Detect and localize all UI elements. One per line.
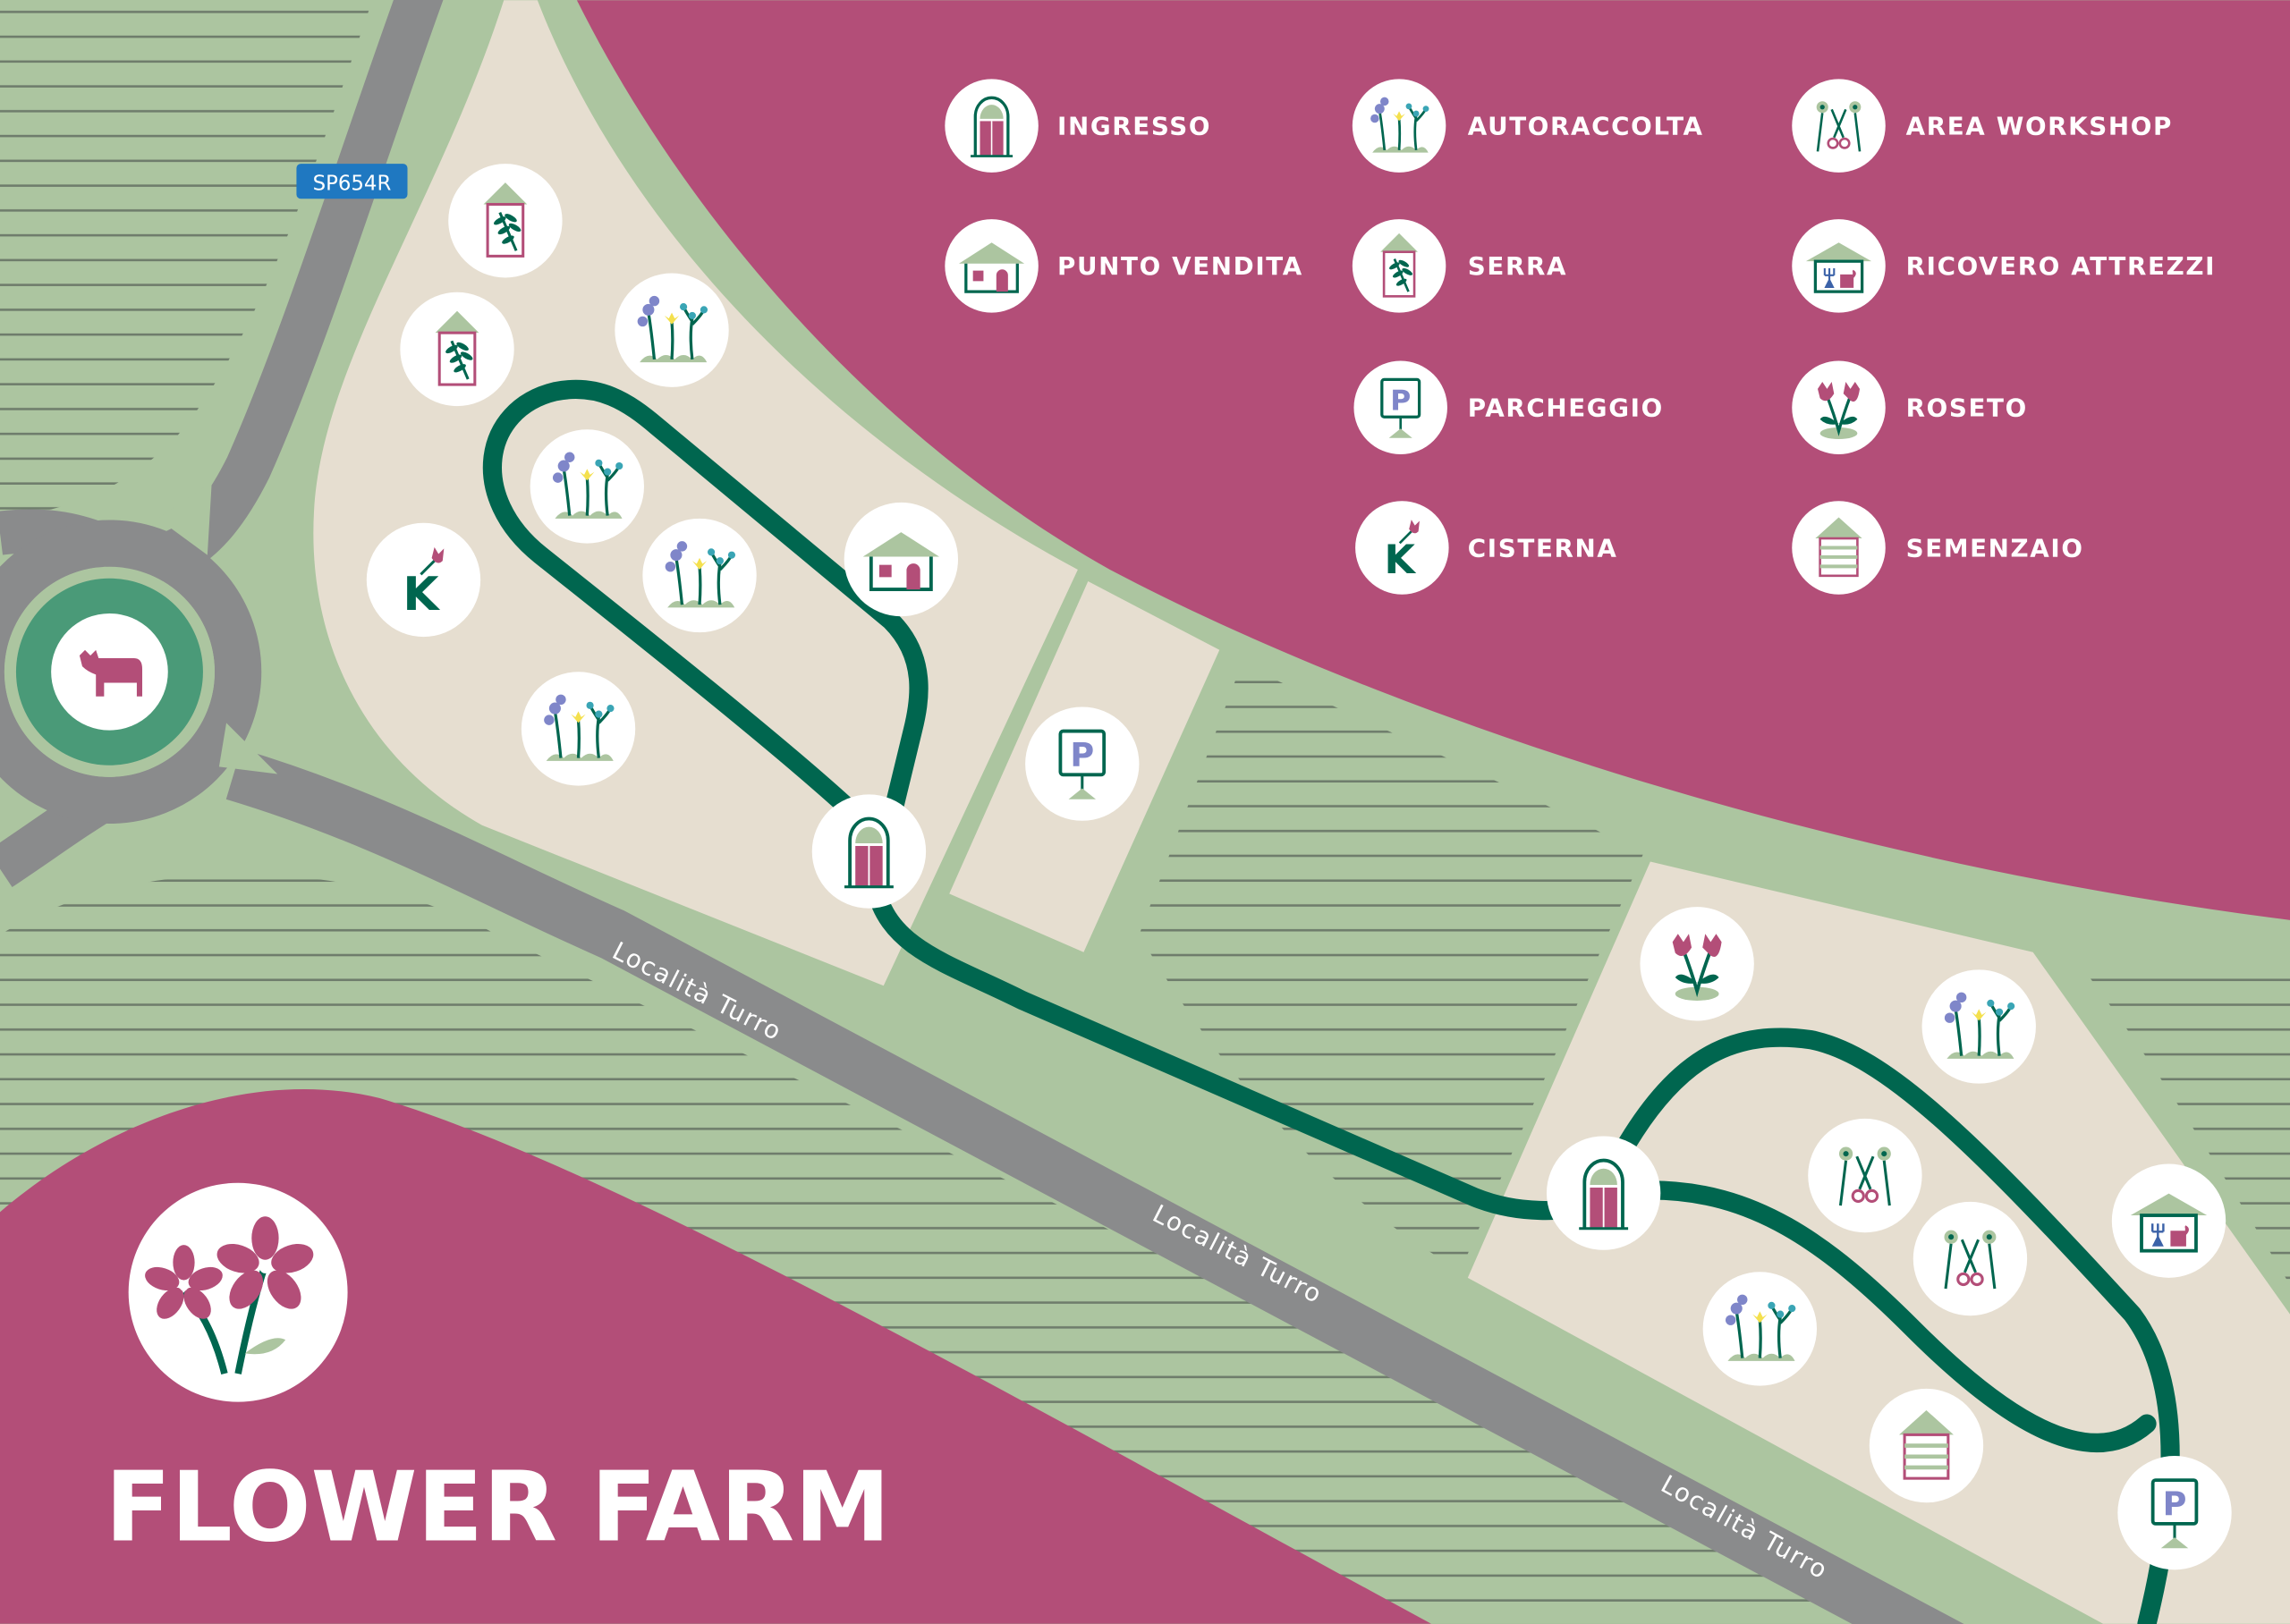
svg-text:AUTORACCOLTA: AUTORACCOLTA xyxy=(1468,111,1704,140)
legend-item-parcheggio: PARCHEGGIO xyxy=(1353,360,1664,454)
marker-semenzaio[interactable] xyxy=(1869,1388,1984,1503)
marker-area-workshop[interactable] xyxy=(1808,1118,1922,1233)
marker-cisterna[interactable] xyxy=(366,522,481,638)
marker-autoraccolta[interactable] xyxy=(521,672,636,786)
marker-autoraccolta[interactable] xyxy=(1702,1272,1818,1386)
legend-item-roseto: ROSETO xyxy=(1792,360,2028,454)
field-middle xyxy=(1139,664,1643,1271)
marker-roseto[interactable] xyxy=(1640,907,1754,1021)
marker-autoraccolta[interactable] xyxy=(642,518,757,633)
svg-text:SP654R: SP654R xyxy=(313,172,392,195)
map-markers xyxy=(51,164,2232,1570)
map-legend: INGRESSO PUNTO VENDITA AUTORACCOLTA SERR… xyxy=(945,79,2216,595)
marker-autoraccolta[interactable] xyxy=(530,429,644,544)
marker-parcheggio[interactable] xyxy=(1025,706,1140,821)
svg-text:PUNTO VENDITA: PUNTO VENDITA xyxy=(1057,251,1303,281)
svg-text:SEMENZAIO: SEMENZAIO xyxy=(1906,533,2084,562)
flower-farm-logo xyxy=(128,1182,348,1402)
svg-text:ROSETO: ROSETO xyxy=(1906,393,2028,423)
svg-text:SERRA: SERRA xyxy=(1468,251,1567,281)
legend-item-ingresso: INGRESSO xyxy=(945,79,1211,173)
field-right xyxy=(2074,956,2290,1285)
page-title: FLOWER FARM xyxy=(106,1452,891,1564)
marker-punto-vendita[interactable] xyxy=(844,502,959,617)
marker-serra[interactable] xyxy=(448,164,563,278)
svg-text:PARCHEGGIO: PARCHEGGIO xyxy=(1468,393,1664,423)
roads xyxy=(0,0,1964,1624)
marker-ricovero-attrezzi[interactable] xyxy=(2111,1163,2226,1278)
legend-item-area-workshop: AREA WORKSHOP xyxy=(1792,79,2173,173)
svg-text:RICOVERO ATTREZZI: RICOVERO ATTREZZI xyxy=(1906,251,2216,281)
marker-area-workshop[interactable] xyxy=(1913,1201,2028,1316)
marker-serra[interactable] xyxy=(400,292,514,407)
marker-parcheggio[interactable] xyxy=(2117,1456,2232,1570)
marker-autoraccolta[interactable] xyxy=(1921,969,2036,1084)
marker-autoraccolta[interactable] xyxy=(615,273,729,387)
marker-ingresso[interactable] xyxy=(1546,1136,1661,1250)
svg-text:AREA WORKSHOP: AREA WORKSHOP xyxy=(1906,111,2173,140)
field-top-left xyxy=(0,0,373,519)
svg-text:INGRESSO: INGRESSO xyxy=(1057,111,1211,140)
legend-item-autoraccolta: AUTORACCOLTA xyxy=(1352,79,1704,173)
magenta-area-bottom xyxy=(0,1089,1431,1624)
legend-item-cisterna: CISTERNA xyxy=(1355,501,1618,595)
svg-text:CISTERNA: CISTERNA xyxy=(1468,533,1618,562)
marker-animal-farm[interactable] xyxy=(51,613,168,731)
road-badge-sp654r: SP654R xyxy=(296,164,408,199)
marker-ingresso[interactable] xyxy=(811,794,927,909)
legend-item-serra: SERRA xyxy=(1352,219,1567,313)
traffic-island xyxy=(157,482,278,774)
legend-item-ricovero-attrezzi: RICOVERO ATTREZZI xyxy=(1792,219,2216,313)
legend-item-semenzaio: SEMENZAIO xyxy=(1792,501,2084,595)
legend-item-punto-vendita: PUNTO VENDITA xyxy=(945,219,1303,313)
